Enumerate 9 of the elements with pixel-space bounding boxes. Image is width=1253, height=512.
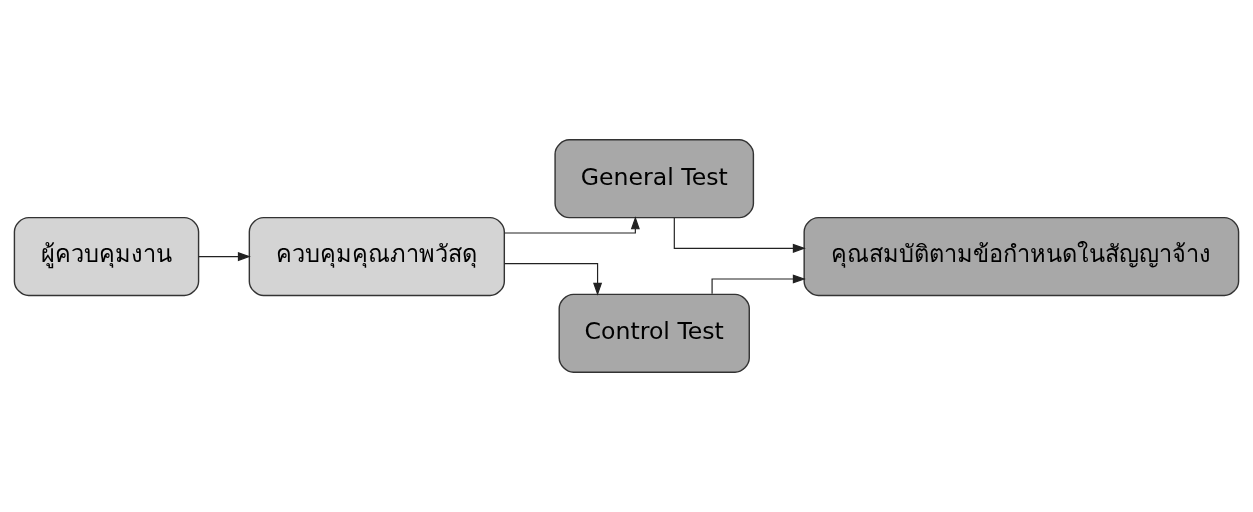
node-box: ควบคุมคุณภาพวัสดุ [248, 216, 506, 297]
arrow [673, 217, 806, 253]
arrow [504, 216, 640, 234]
node-box: General Test [554, 139, 755, 219]
node-box: Control Test [558, 293, 750, 373]
node-box: คุณสมบัติตามข้อกำหนดในสัญญาจ้าง [803, 216, 1240, 297]
arrow [504, 263, 603, 296]
arrow [198, 252, 251, 262]
node-box: ผู้ควบคุมงาน [13, 216, 200, 297]
